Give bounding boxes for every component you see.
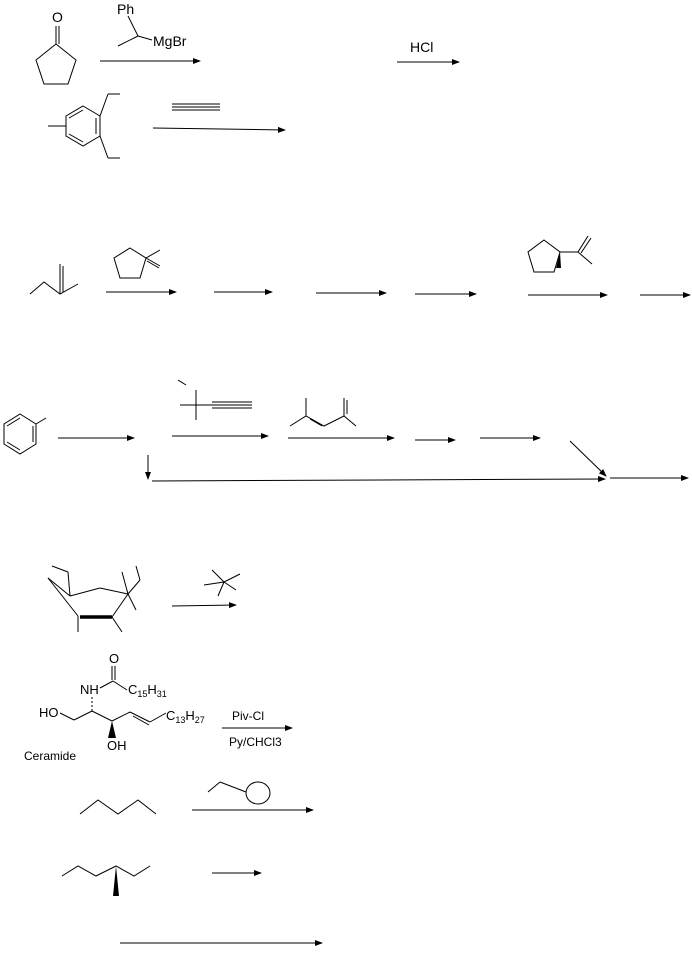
tert-butyl-reagent (203, 569, 241, 597)
reaction-arrow-2 (152, 126, 286, 133)
scheme-8 (61, 865, 262, 896)
dimethylhexadiene-reagent (289, 398, 357, 427)
secondary-hydroxyl-label: OH (107, 738, 127, 753)
nitrogen-label: NH (80, 682, 99, 697)
scheme-3 (29, 235, 691, 298)
isopropenylcyclopentane-structure (527, 235, 593, 273)
amide-oxygen-label: O (109, 651, 119, 666)
methylenecyclopentane-reagent (113, 247, 161, 279)
scheme-4 (3, 379, 689, 483)
reaction-arrow-4f-diagonal (569, 440, 607, 477)
ceramide-name-label: Ceramide (24, 749, 76, 763)
trisubstituted-benzene-structure (48, 93, 120, 159)
solvent-label: Py/CHCl3 (229, 735, 282, 749)
scheme-7 (79, 781, 314, 815)
phenyl-label: Ph (117, 1, 134, 17)
reaction-arrow-4h-long (151, 476, 606, 483)
substituted-cyclohexane-chair (47, 565, 141, 633)
ethyl-ring-reagent (207, 781, 271, 805)
mgbr-label: MgBr (153, 33, 187, 49)
alkyl-chain-label: C13H27 (166, 708, 205, 725)
scheme-2 (48, 93, 286, 159)
scheme-1: O Ph MgBr HCl (35, 1, 460, 85)
methylhexane-structure (61, 865, 151, 896)
methylbutene-structure (29, 264, 79, 295)
ceramide-structure: O NH C15H31 HO OH C13H27 Ceramide (24, 651, 205, 763)
scheme-6: O NH C15H31 HO OH C13H27 Ceramide Piv-Cl… (24, 651, 293, 763)
grignard-reagent: Ph MgBr (117, 1, 187, 49)
amide-chain-label: C15H31 (128, 682, 167, 699)
tert-butyl-alkyne-reagent (177, 379, 252, 420)
hcl-label: HCl (410, 39, 433, 55)
carbonyl-oxygen-label: O (52, 9, 63, 25)
toluene-structure (3, 413, 47, 455)
cyclopentanone-structure: O (35, 9, 77, 85)
primary-hydroxyl-label: HO (39, 705, 59, 720)
pentane-structure (79, 799, 157, 815)
alkyne-reagent (172, 103, 220, 111)
scheme-5 (47, 565, 241, 633)
pivcl-label: Piv-Cl (232, 709, 264, 723)
reaction-arrow-5 (171, 602, 237, 609)
